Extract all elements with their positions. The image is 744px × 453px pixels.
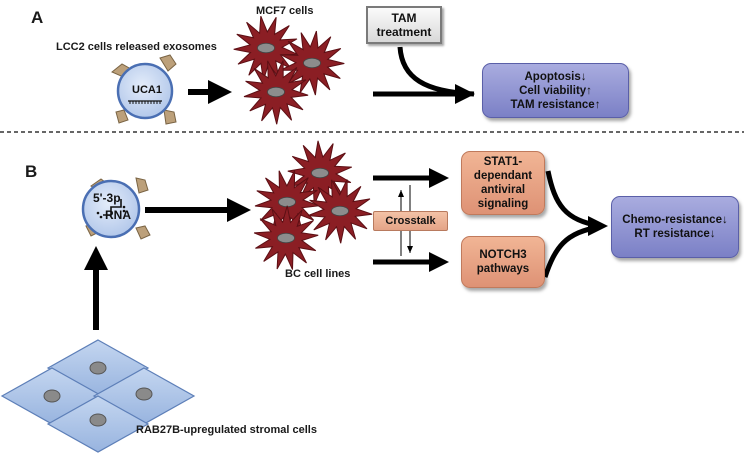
- stromal-cells: [0, 339, 196, 453]
- stat1-pathway-box: STAT1- dependant antiviral signaling: [461, 151, 545, 215]
- notch3-line: pathways: [476, 263, 530, 275]
- cancer-cell: [253, 205, 319, 270]
- exosome-caption-a: LCC2 cells released exosomes: [56, 41, 217, 53]
- rna-label-line-2: RNA: [105, 208, 131, 222]
- cancer-cell: [254, 170, 320, 235]
- exosome-a: [111, 54, 177, 125]
- outcome-a-line: TAM resistance↑: [510, 98, 601, 111]
- outcome-a-line: Apoptosis↓: [524, 70, 587, 83]
- notch3-pathway-box: NOTCH3 pathways: [461, 236, 545, 288]
- panel-label-a: A: [31, 8, 44, 27]
- cancer-cell: [280, 30, 345, 96]
- tam-curve: [397, 46, 475, 97]
- stat1-line: dependant: [473, 170, 533, 182]
- notch3-line: NOTCH3: [479, 249, 527, 261]
- tam-line-2: treatment: [376, 25, 432, 39]
- exosome-b: [81, 177, 151, 240]
- cancer-cell: [233, 15, 298, 81]
- outcome-a-line: Cell viability↑: [519, 84, 592, 97]
- mcf7-label: MCF7 cells: [256, 5, 314, 17]
- outcome-b-line: RT resistance↓: [634, 228, 716, 240]
- tam-treatment-box: TAM treatment: [366, 6, 442, 44]
- panel-label-b: B: [25, 162, 38, 181]
- outcome-box-a: Apoptosis↓ Cell viability↑ TAM resistanc…: [482, 63, 629, 118]
- tam-line-1: TAM: [391, 11, 417, 25]
- mcf7-cells-cluster: [233, 15, 345, 125]
- bc-cell-lines-label: BC cell lines: [285, 268, 351, 280]
- stromal-cell: [46, 395, 150, 453]
- stromal-cells-label: RAB27B-upregulated stromal cells: [136, 424, 317, 436]
- outcome-box-b: Chemo-resistance↓ RT resistance↓: [611, 196, 739, 258]
- rna-label-line-1: 5'-3p: [93, 191, 121, 205]
- stat1-line: antiviral: [480, 184, 526, 196]
- outcome-b-line: Chemo-resistance↓: [622, 214, 728, 226]
- merge-curve-top: [545, 170, 601, 229]
- uca1-label: UCA1: [132, 84, 162, 96]
- crosstalk-box: Crosstalk: [373, 211, 448, 231]
- merge-curve-bottom: [542, 224, 601, 278]
- bc-cells-cluster: [253, 140, 373, 270]
- cancer-cell: [307, 179, 373, 244]
- cancer-cell: [243, 60, 309, 125]
- stat1-line: STAT1-: [483, 156, 523, 168]
- stat1-line: signaling: [477, 198, 529, 210]
